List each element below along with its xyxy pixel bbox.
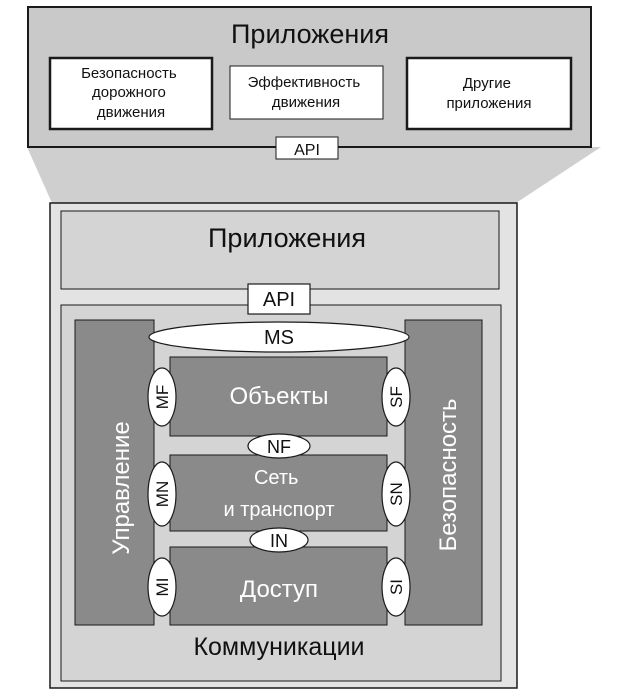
communications-label: Коммуникации <box>193 633 364 661</box>
top-panel: Приложения Безопасность дорожного движен… <box>27 6 592 160</box>
sap-mf-label: MF <box>153 385 172 410</box>
applications-bar-title: Приложения <box>208 223 366 253</box>
expansion-connector <box>27 147 601 203</box>
top-api-tab <box>275 136 339 160</box>
sap-sn <box>381 461 411 527</box>
management-column <box>74 319 155 626</box>
top-api-label: API <box>294 142 320 159</box>
road-safety-line-3: движения <box>97 104 165 121</box>
sap-nf <box>247 433 311 459</box>
layer-network-transport <box>169 454 388 532</box>
road-safety-line-1: Безопасность <box>81 65 177 82</box>
sap-sn-label: SN <box>387 482 406 506</box>
svg-text:Эффективность движения: Эффективность движения <box>248 74 365 111</box>
other-apps-line-1: Другие <box>463 75 511 92</box>
sap-mn-label: MN <box>153 481 172 507</box>
sap-sf <box>381 367 411 427</box>
layer-facilities <box>169 356 388 437</box>
sap-mi <box>147 557 177 617</box>
sap-mn <box>147 461 177 527</box>
traffic-efficiency-line-2: движения <box>272 94 340 111</box>
svg-text:Безопасность дорожного: Безопасность дорожного движения <box>81 65 181 121</box>
road-safety-box <box>48 56 214 131</box>
layer-network-line-1: Сеть <box>254 467 298 489</box>
security-column <box>404 319 483 626</box>
layer-network-line-2: и транспорт <box>224 499 335 521</box>
svg-text:Другие приложения: Другие приложения <box>446 75 531 112</box>
management-label: Управление <box>108 421 135 554</box>
sap-si <box>381 557 411 617</box>
bottom-api-tab <box>247 283 311 315</box>
sap-mi-label: MI <box>153 578 172 597</box>
sap-si-label: SI <box>387 579 406 595</box>
bottom-api-label: API <box>263 289 295 311</box>
traffic-efficiency-box <box>229 65 384 120</box>
sap-ms <box>148 321 410 353</box>
sap-mf <box>147 367 177 427</box>
top-panel-title: Приложения <box>231 19 389 49</box>
sap-nf-label: NF <box>267 437 291 457</box>
sap-in <box>249 527 309 553</box>
sap-sf-label: SF <box>387 386 406 408</box>
bottom-panel: Приложения API Управление Безопасность О… <box>49 202 518 689</box>
traffic-efficiency-line-1: Эффективность <box>248 74 361 91</box>
road-safety-line-2: дорожного <box>92 84 166 101</box>
layer-facilities-label: Объекты <box>230 383 329 410</box>
layer-access-label: Доступ <box>240 576 318 603</box>
security-label: Безопасность <box>435 398 462 551</box>
sap-ms-label: MS <box>264 327 294 349</box>
other-apps-box <box>405 56 573 131</box>
svg-text:Сеть и транспорт: Сеть и транспорт <box>224 467 335 521</box>
sap-in-label: IN <box>270 531 288 551</box>
other-apps-line-2: приложения <box>446 95 531 112</box>
